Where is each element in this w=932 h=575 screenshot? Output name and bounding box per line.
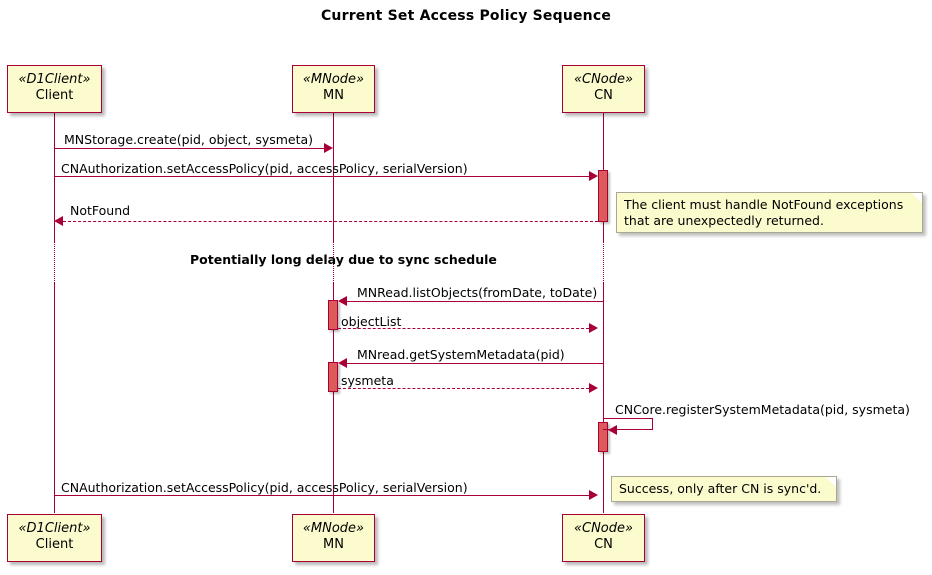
message-selfloop-m8	[603, 418, 653, 430]
message-line-m1	[54, 148, 324, 149]
message-arrowhead-m5	[589, 323, 598, 333]
message-label-m3: NotFound	[70, 203, 131, 218]
message-label-m7: sysmeta	[341, 373, 394, 388]
delay-divider-label: Potentially long delay due to sync sched…	[190, 252, 497, 267]
message-line-m4	[347, 301, 603, 302]
message-label-m8: CNCore.registerSystemMetadata(pid, sysme…	[615, 402, 910, 417]
note-fold-corner-icon	[826, 477, 836, 487]
lifeline-cn-delay	[603, 242, 604, 283]
message-line-m6	[347, 363, 603, 364]
message-arrowhead-m6	[338, 358, 347, 368]
message-line-m9	[54, 495, 589, 496]
page-title: Current Set Access Policy Sequence	[320, 8, 612, 24]
participant-name: MN	[323, 536, 344, 552]
participant-stereotype: «CNode»	[573, 521, 634, 536]
lifeline-mn-lower	[333, 283, 334, 513]
message-arrowhead-m1	[324, 143, 333, 153]
note-text: The client must handle NotFound exceptio…	[624, 197, 904, 228]
participant-name: Client	[35, 87, 74, 103]
message-label-m1: MNStorage.create(pid, object, sysmeta)	[64, 132, 314, 147]
participant-mn-bottom[interactable]: «MNode» MN	[292, 514, 375, 562]
participant-name: MN	[323, 87, 344, 103]
lifeline-mn-delay	[333, 242, 334, 283]
participant-client-top[interactable]: «D1Client» Client	[7, 65, 102, 113]
lifeline-client-delay	[54, 242, 55, 283]
lifeline-client-lower	[54, 283, 55, 513]
participant-name: CN	[594, 536, 613, 552]
message-arrowhead-m8	[608, 425, 617, 435]
participant-client-bottom[interactable]: «D1Client» Client	[7, 514, 102, 562]
activation-mn-getsystemmetadata	[328, 362, 338, 392]
message-label-m5: objectList	[341, 314, 402, 329]
message-line-m3	[63, 221, 598, 222]
activation-cn-registersystemmetadata	[598, 422, 608, 452]
message-label-m4: MNRead.listObjects(fromDate, toDate)	[357, 285, 598, 300]
message-label-m9: CNAuthorization.setAccessPolicy(pid, acc…	[61, 480, 468, 495]
participant-name: Client	[35, 536, 74, 552]
message-label-m2: CNAuthorization.setAccessPolicy(pid, acc…	[61, 161, 468, 176]
message-arrowhead-m4	[338, 296, 347, 306]
note-fold-corner-icon	[912, 193, 922, 203]
participant-stereotype: «CNode»	[573, 72, 634, 87]
participant-stereotype: «MNode»	[302, 521, 365, 536]
lifeline-mn-upper	[333, 112, 334, 242]
note-notfound-handling: The client must handle NotFound exceptio…	[616, 192, 923, 234]
participant-cn-bottom[interactable]: «CNode» CN	[562, 514, 645, 562]
activation-cn-setaccesspolicy	[598, 170, 608, 222]
message-line-m5	[338, 328, 589, 329]
participant-cn-top[interactable]: «CNode» CN	[562, 65, 645, 113]
message-arrowhead-m3	[54, 216, 63, 226]
message-arrowhead-m7	[589, 383, 598, 393]
participant-mn-top[interactable]: «MNode» MN	[292, 65, 375, 113]
participant-stereotype: «MNode»	[302, 72, 365, 87]
message-label-m6: MNread.getSystemMetadata(pid)	[357, 347, 565, 362]
note-success-sync: Success, only after CN is sync'd.	[611, 476, 837, 502]
message-line-m7	[338, 388, 589, 389]
participant-name: CN	[594, 87, 613, 103]
lifeline-cn-lower	[603, 283, 604, 513]
activation-mn-listobjects	[328, 300, 338, 330]
message-arrowhead-m2	[589, 171, 598, 181]
note-text: Success, only after CN is sync'd.	[619, 481, 822, 496]
lifeline-client-upper	[54, 112, 55, 242]
participant-stereotype: «D1Client»	[18, 72, 91, 87]
message-arrowhead-m9	[589, 490, 598, 500]
message-line-m2	[54, 176, 589, 177]
participant-stereotype: «D1Client»	[18, 521, 91, 536]
